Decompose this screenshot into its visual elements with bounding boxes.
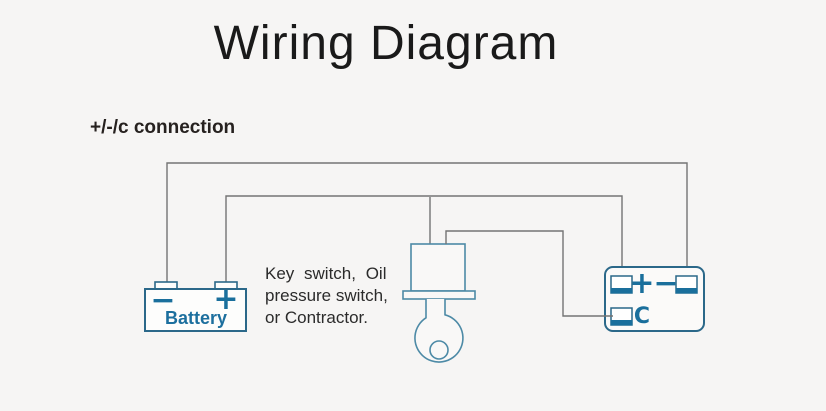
device-minus-symbol: − bbox=[653, 266, 679, 301]
wire-battery-minus-to-device-minus bbox=[166, 162, 688, 282]
key-switch-barrel bbox=[414, 299, 464, 363]
note-line-1: Key switch, Oil bbox=[265, 264, 387, 283]
page-title: Wiring Diagram bbox=[213, 17, 559, 70]
key-switch-note: Key switch, Oil pressure switch, or Cont… bbox=[265, 263, 388, 329]
note-line-2: pressure switch, bbox=[265, 286, 388, 305]
battery-symbol bbox=[144, 281, 247, 332]
device-plus-symbol: + bbox=[629, 266, 655, 301]
device-terminal-bars bbox=[610, 288, 698, 326]
wire-group bbox=[166, 162, 688, 282]
battery-minus-symbol: − bbox=[150, 283, 176, 318]
key-switch-symbol bbox=[402, 243, 476, 363]
connection-subtitle: +/-/c connection bbox=[90, 117, 236, 138]
battery-body bbox=[144, 288, 247, 332]
wire-switch-to-device-c bbox=[445, 230, 613, 317]
device-symbol bbox=[604, 266, 705, 332]
device-c-label: C bbox=[633, 304, 651, 329]
device-terminal-minus-bar bbox=[675, 288, 698, 294]
key-switch-flange bbox=[402, 290, 476, 300]
battery-plus-symbol: + bbox=[213, 282, 239, 317]
battery-label: Battery bbox=[164, 308, 228, 328]
note-line-3: or Contractor. bbox=[265, 308, 368, 327]
device-terminal-c-bar bbox=[610, 320, 633, 326]
device-terminal-plus-bar bbox=[610, 288, 633, 294]
wire-battery-plus-to-device-plus bbox=[225, 195, 623, 282]
key-switch-keyhole bbox=[429, 340, 449, 360]
key-switch-body bbox=[410, 243, 466, 292]
